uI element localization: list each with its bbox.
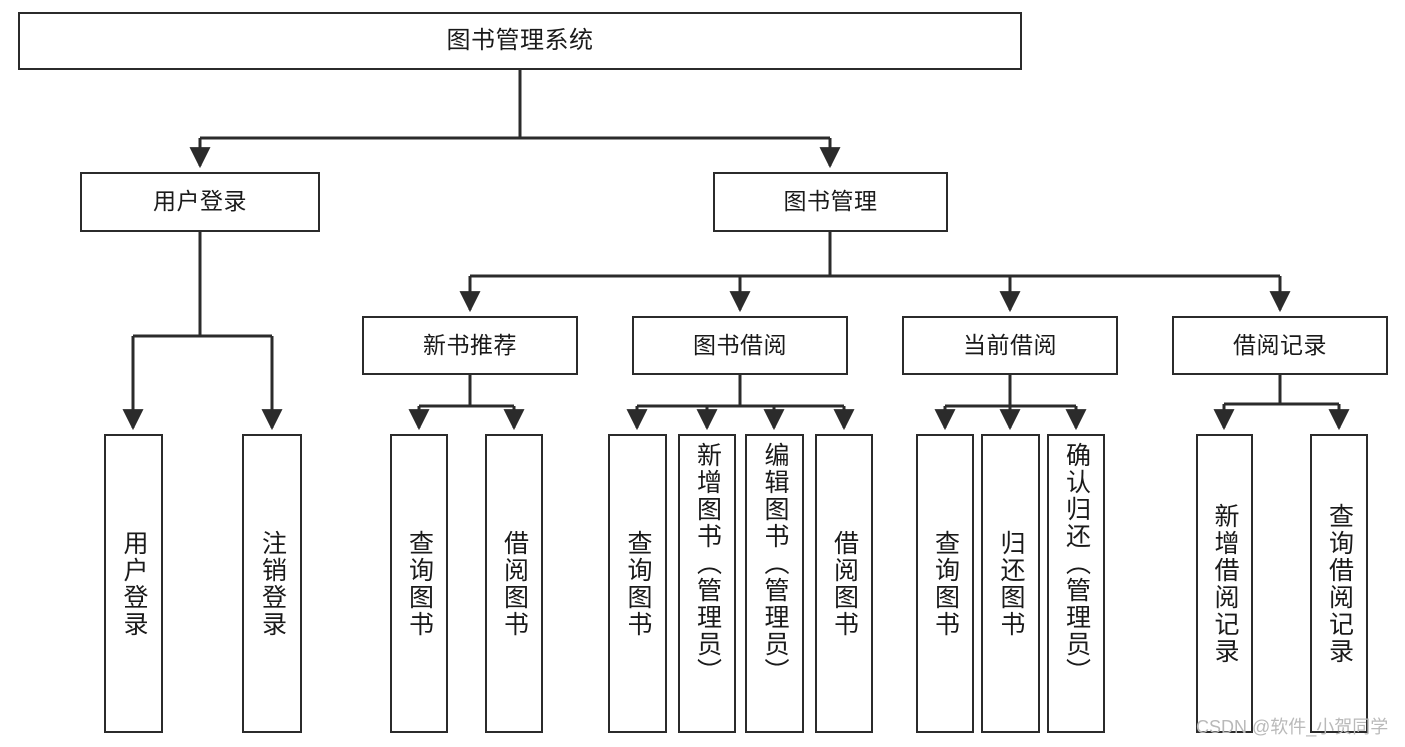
node-user-login[interactable]: 用户登录	[80, 172, 320, 232]
leaf-query-book-3-label: 查询图书	[931, 529, 960, 638]
leaf-user-login[interactable]: 用户登录	[104, 434, 163, 733]
leaf-query-record-label: 查询借阅记录	[1325, 502, 1354, 665]
csdn-watermark: CSDN @软件_小贺同学	[1196, 717, 1389, 737]
node-book-borrow[interactable]: 图书借阅	[632, 316, 848, 375]
node-book-manage-label: 图书管理	[783, 188, 878, 215]
node-user-login-label: 用户登录	[153, 188, 247, 215]
node-borrow-record-label: 借阅记录	[1233, 331, 1327, 358]
leaf-return-book[interactable]: 归还图书	[981, 434, 1040, 733]
leaf-add-record-label: 新增借阅记录	[1211, 502, 1239, 665]
node-book-manage[interactable]: 图书管理	[713, 172, 948, 232]
leaf-query-book-2[interactable]: 查询图书	[608, 434, 667, 733]
leaf-borrow-book-2[interactable]: 借阅图书	[815, 434, 873, 733]
node-current-borrow[interactable]: 当前借阅	[902, 316, 1118, 375]
leaf-logout-login-label: 注销登录	[258, 529, 287, 638]
leaf-borrow-book-1[interactable]: 借阅图书	[485, 434, 543, 733]
leaf-query-book-1-label: 查询图书	[405, 529, 434, 638]
node-new-book-recommend-label: 新书推荐	[423, 331, 517, 358]
node-borrow-record[interactable]: 借阅记录	[1172, 316, 1388, 375]
node-root-label: 图书管理系统	[446, 26, 594, 54]
leaf-query-book-1[interactable]: 查询图书	[390, 434, 448, 733]
leaf-confirm-return-label: 确认归还（管理员）	[1062, 442, 1091, 685]
leaf-logout-login[interactable]: 注销登录	[242, 434, 302, 733]
node-new-book-recommend[interactable]: 新书推荐	[362, 316, 578, 375]
leaf-query-book-2-label: 查询图书	[624, 529, 652, 638]
leaf-return-book-label: 归还图书	[997, 529, 1025, 638]
leaf-query-record[interactable]: 查询借阅记录	[1310, 434, 1368, 733]
node-current-borrow-label: 当前借阅	[963, 331, 1057, 358]
leaf-add-record[interactable]: 新增借阅记录	[1196, 434, 1253, 733]
node-book-borrow-label: 图书借阅	[693, 331, 787, 358]
leaf-user-login-label: 用户登录	[120, 529, 148, 638]
leaf-add-book[interactable]: 新增图书（管理员）	[678, 434, 736, 733]
leaf-edit-book-label: 编辑图书（管理员）	[761, 442, 789, 685]
node-root[interactable]: 图书管理系统	[18, 12, 1022, 70]
leaf-borrow-book-2-label: 借阅图书	[830, 529, 859, 638]
leaf-confirm-return[interactable]: 确认归还（管理员）	[1047, 434, 1105, 733]
leaf-borrow-book-1-label: 借阅图书	[500, 529, 529, 638]
leaf-edit-book[interactable]: 编辑图书（管理员）	[745, 434, 804, 733]
leaf-add-book-label: 新增图书（管理员）	[693, 442, 722, 685]
leaf-query-book-3[interactable]: 查询图书	[916, 434, 974, 733]
